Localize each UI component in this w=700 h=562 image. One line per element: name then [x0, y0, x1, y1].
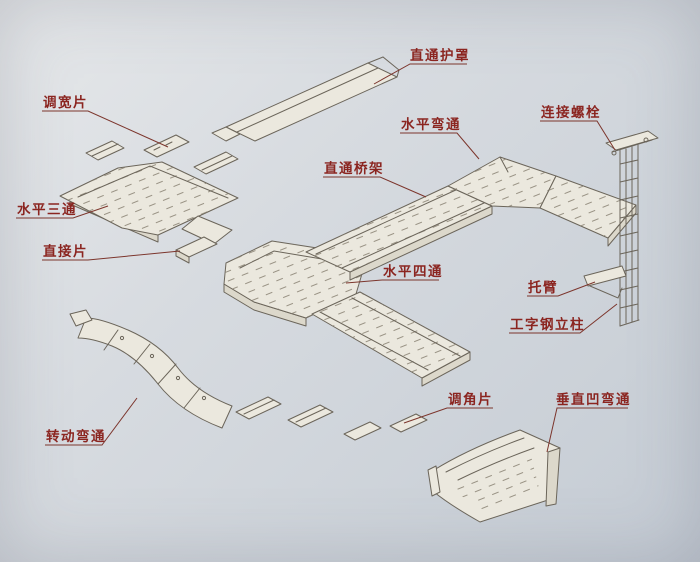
part-horizontal-bend [447, 156, 557, 209]
part-horizontal-tee [59, 161, 239, 245]
leader-lines [16, 63, 628, 453]
label-vertical-concave-bend: 垂直凹弯通 [556, 392, 631, 407]
label-bracket-arm: 托臂 [528, 280, 558, 295]
label-connecting-piece: 直接片 [43, 244, 88, 259]
label-connecting-bolt: 连接螺栓 [541, 105, 601, 120]
leader-connecting-bolt [540, 120, 616, 151]
label-straight-cover: 直通护罩 [410, 48, 470, 63]
part-straight-tray [305, 185, 493, 281]
leader-angle-adjust-piece [403, 407, 493, 424]
part-vertical-concave-bend [427, 429, 561, 523]
leader-bracket-arm [527, 281, 596, 297]
part-rotating-bend [69, 309, 233, 429]
leader-ibeam-column [509, 303, 618, 334]
part-branch-tray [311, 291, 471, 387]
label-width-adjust-piece: 调宽片 [43, 95, 88, 110]
part-bracket-arm [583, 265, 627, 299]
part-ibeam-column [605, 130, 659, 327]
leader-horizontal-cross [345, 279, 439, 284]
label-horizontal-bend: 水平弯通 [401, 117, 461, 132]
leader-horizontal-bend [400, 132, 480, 160]
label-angle-adjust-piece: 调角片 [448, 392, 493, 407]
leader-width-adjust-piece [42, 110, 169, 148]
label-horizontal-cross: 水平四通 [383, 264, 443, 279]
part-bend-extension [539, 175, 637, 247]
part-connecting-piece [175, 236, 218, 264]
leader-straight-tray [323, 176, 427, 198]
label-straight-tray: 直通桥架 [324, 161, 384, 176]
label-ibeam-column: 工字钢立柱 [510, 317, 585, 332]
part-straight-cover [211, 56, 400, 142]
leader-horizontal-tee [16, 205, 109, 219]
leader-straight-cover [373, 63, 467, 85]
label-rotating-bend: 转动弯通 [46, 429, 106, 444]
label-horizontal-tee: 水平三通 [17, 202, 77, 217]
part-angle-pieces [235, 396, 428, 441]
leader-connecting-piece [42, 250, 181, 261]
leader-vertical-concave-bend [546, 407, 628, 453]
leader-rotating-bend [45, 397, 138, 446]
